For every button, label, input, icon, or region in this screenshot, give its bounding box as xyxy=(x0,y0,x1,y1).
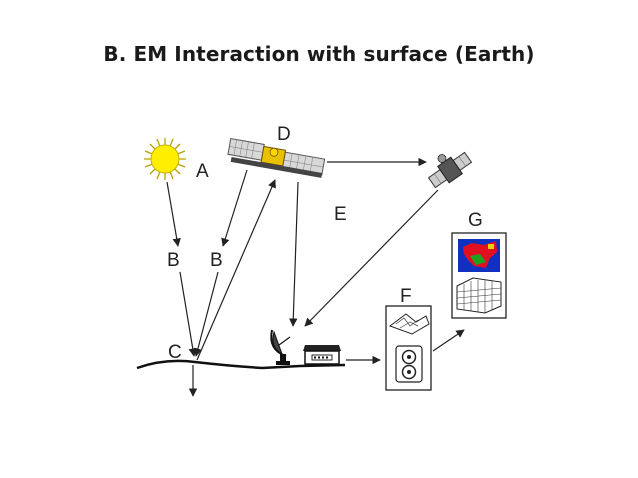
earth-surface-line xyxy=(136,359,346,370)
em-rays xyxy=(166,157,465,397)
slide-title: B. EM Interaction with surface (Earth) xyxy=(103,42,535,66)
label-a: A xyxy=(196,161,209,182)
grid-image xyxy=(456,277,502,314)
sun-icon xyxy=(144,138,186,180)
dish-antenna-icon xyxy=(270,329,291,365)
ground-station-icon xyxy=(303,345,341,365)
label-e: E xyxy=(334,204,347,225)
label-b-left: B xyxy=(167,250,180,271)
label-b-right: B xyxy=(210,250,223,271)
satellite-icon xyxy=(227,137,326,178)
relay-satellite-icon xyxy=(427,151,473,189)
label-f: F xyxy=(400,286,412,307)
processing-unit-icon xyxy=(385,305,432,391)
label-d: D xyxy=(277,124,291,145)
label-c: C xyxy=(168,342,182,363)
label-g: G xyxy=(468,210,483,231)
output-images-icon xyxy=(451,232,507,319)
